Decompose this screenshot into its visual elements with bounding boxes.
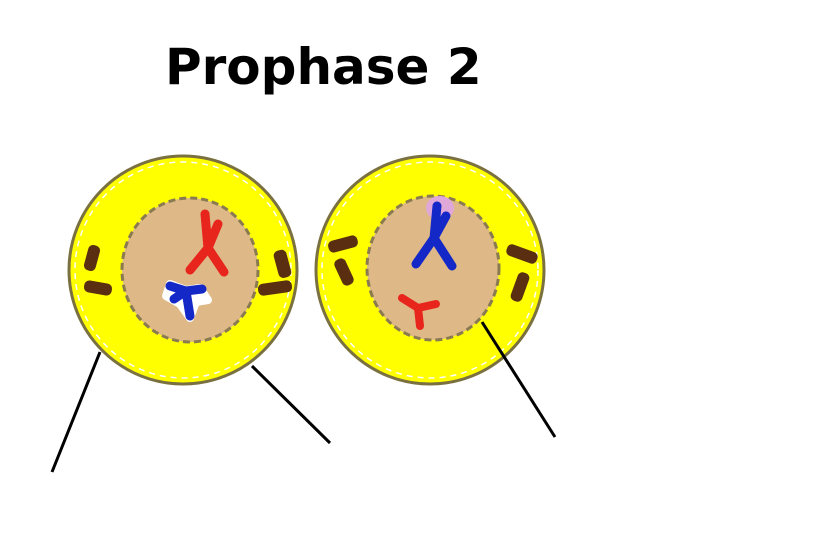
- label-line-nuclear-envelope: [480, 321, 557, 438]
- right-blue-chromosome: [411, 201, 457, 271]
- right-cell-nucleus: [365, 194, 501, 342]
- right-cell-centrosome-left: [328, 235, 358, 286]
- right-cell: [314, 154, 546, 386]
- label-line-cytoplasm: [250, 364, 332, 445]
- left-red-chromosome: [185, 209, 229, 277]
- label-lines: [50, 321, 557, 473]
- right-cell-inner-ring: [321, 161, 539, 379]
- left-cell: [67, 154, 299, 386]
- left-blue-chromosome: [162, 280, 212, 322]
- left-cell-centrosome-left: [83, 245, 113, 296]
- right-red-chromosome: [398, 294, 440, 330]
- right-cell-centrosome-right: [506, 244, 538, 302]
- page-title: Prophase 2: [165, 38, 482, 96]
- left-cell-inner-ring: [74, 161, 292, 379]
- label-line-cell-membrane: [50, 351, 102, 473]
- left-cell-centrosome-right: [257, 249, 293, 296]
